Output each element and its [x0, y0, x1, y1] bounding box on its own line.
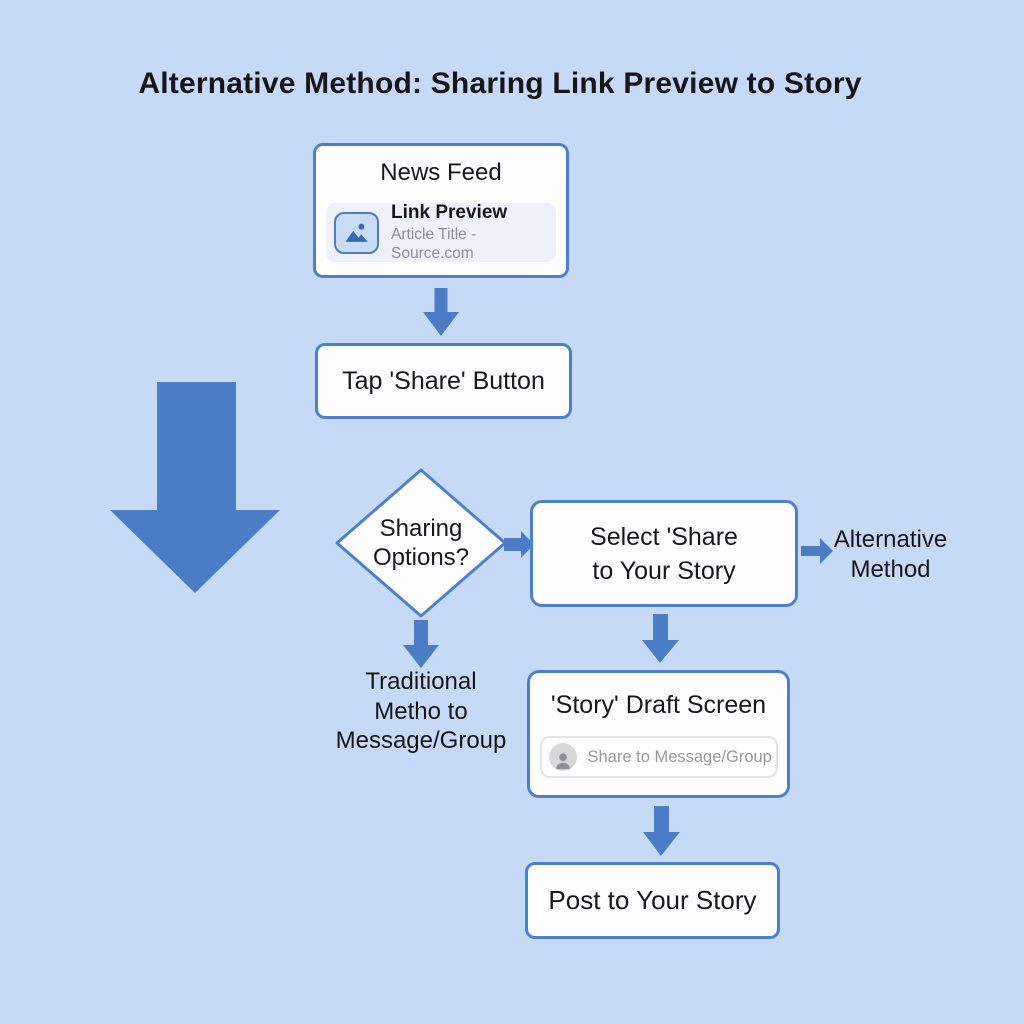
- down-arrow-diamond-to-traditional: [403, 620, 439, 668]
- share-target-field: Share to Message/Group: [539, 736, 778, 778]
- post-story-label: Post to Your Story: [548, 885, 757, 915]
- link-preview-title: Link Preview: [391, 202, 508, 224]
- link-preview-subtitle: Article Title - Source.com: [391, 226, 477, 263]
- right-arrow-select-to-alternative: [801, 538, 833, 564]
- decision-line1: Sharing: [379, 515, 463, 542]
- post-story-node: Post to Your Story: [525, 862, 780, 939]
- traditional-line3: Message/Group: [335, 727, 507, 754]
- select-share-node: Select 'Share to Your Story: [530, 500, 798, 607]
- tap-share-label: Tap 'Share' Button: [342, 366, 545, 395]
- share-target-placeholder: Share to Message/Group: [587, 747, 772, 766]
- traditional-method-label: Traditional Metho to Message/Group: [321, 667, 521, 756]
- alternative-method-line1: Alternative: [833, 526, 948, 553]
- news-feed-title: News Feed: [380, 159, 502, 186]
- image-icon: [334, 211, 379, 254]
- link-preview-texts: Link Preview Article Title - Source.com: [391, 201, 548, 264]
- down-arrow-storydraft-to-post: [643, 806, 680, 856]
- select-share-line1: Select 'Share: [590, 522, 738, 551]
- decision-line2: Options?: [372, 544, 470, 571]
- big-down-arrow: [110, 382, 280, 593]
- select-share-line2: to Your Story: [592, 556, 736, 585]
- down-arrow-select-to-storydraft: [642, 614, 679, 663]
- link-preview-card: Link Preview Article Title - Source.com: [326, 201, 556, 264]
- page-title: Alternative Method: Sharing Link Preview…: [138, 67, 862, 100]
- news-feed-node: News Feed Link Preview Article Title - S…: [313, 143, 569, 278]
- traditional-line2: Metho to: [374, 697, 468, 725]
- right-arrow-diamond-to-select: [504, 531, 534, 558]
- story-draft-title: 'Story' Draft Screen: [550, 691, 767, 719]
- person-icon: [548, 743, 577, 771]
- decision-diamond: [335, 468, 507, 618]
- down-arrow-newsfeed-to-tapshare: [423, 288, 459, 336]
- decision-node: Sharing Options?: [337, 470, 505, 616]
- story-draft-node: 'Story' Draft Screen Share to Message/Gr…: [527, 670, 790, 798]
- alternative-method-label: Alternative Method: [818, 525, 963, 585]
- traditional-line1: Traditional: [365, 668, 477, 695]
- tap-share-node: Tap 'Share' Button: [315, 343, 572, 419]
- alternative-method-line2: Method: [850, 556, 931, 583]
